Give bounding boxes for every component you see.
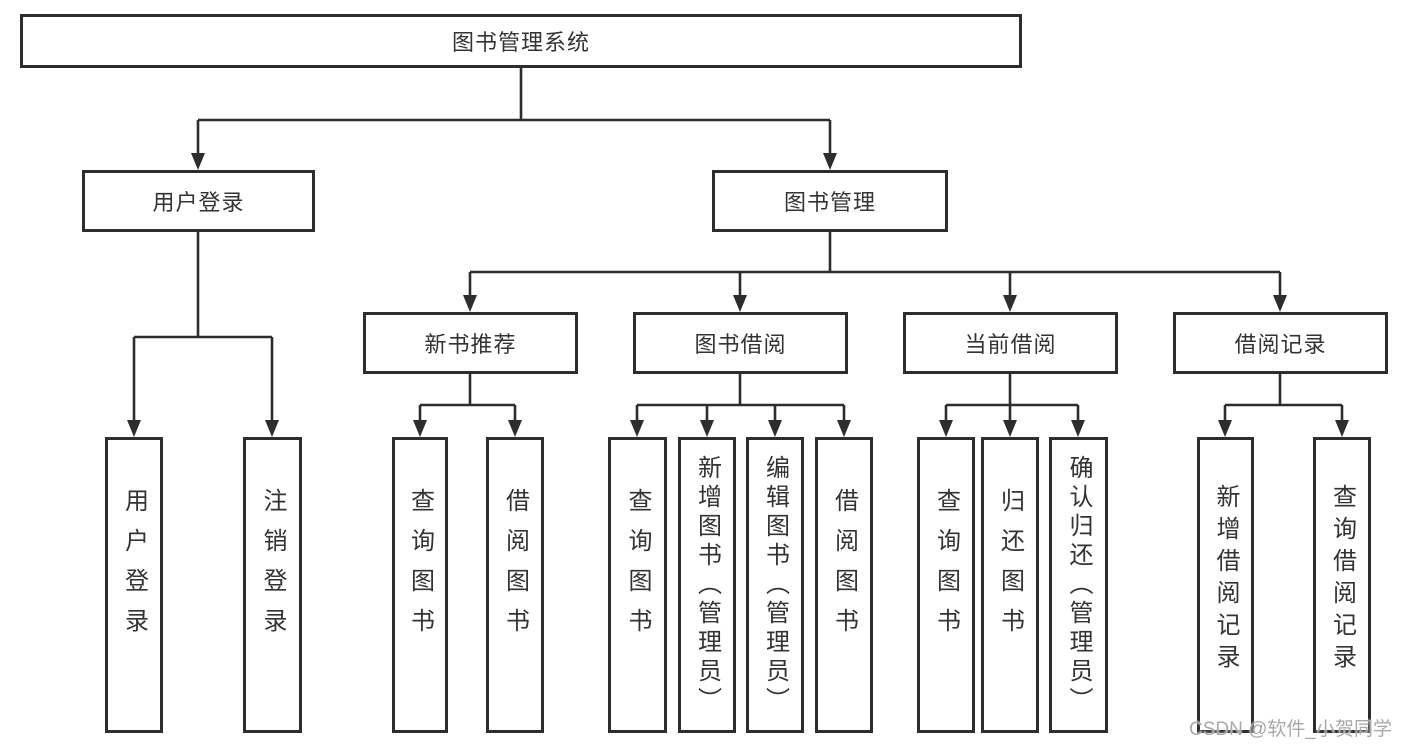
leaf-add-books-admin-label: 新增图书（管理员）: [693, 454, 721, 716]
node-root: 图书管理系统: [20, 14, 1022, 68]
leaf-add-borrow-record-label: 新增借阅记录: [1212, 484, 1239, 676]
node-current-borrow-label: 当前借阅: [964, 332, 1057, 357]
node-book-borrow: 图书借阅: [633, 312, 848, 374]
leaf-query-books-recommend-label: 查询图书: [406, 488, 434, 648]
node-book-management-label: 图书管理: [783, 190, 876, 215]
leaf-add-borrow-record: 新增借阅记录: [1197, 437, 1254, 733]
connector-stems: [132, 68, 1344, 423]
leaf-logout: 注销登录: [243, 437, 302, 733]
node-borrow-record: 借阅记录: [1173, 312, 1388, 374]
node-new-book-recommend: 新书推荐: [363, 312, 578, 374]
leaf-confirm-return-admin: 确认归还（管理员）: [1049, 437, 1108, 733]
node-book-borrow-label: 图书借阅: [694, 332, 787, 357]
leaf-query-borrow-record: 查询借阅记录: [1313, 437, 1371, 733]
node-borrow-record-label: 借阅记录: [1234, 332, 1327, 357]
leaf-edit-books-admin: 编辑图书（管理员）: [746, 437, 804, 733]
leaf-borrow-books-recommend-label: 借阅图书: [501, 488, 529, 648]
leaf-query-books-recommend: 查询图书: [392, 437, 448, 733]
leaf-query-books-current-label: 查询图书: [932, 488, 960, 648]
leaf-borrow-books: 借阅图书: [815, 437, 873, 733]
leaf-confirm-return-admin-label: 确认归还（管理员）: [1065, 454, 1092, 716]
leaf-return-books-label: 归还图书: [996, 488, 1024, 648]
leaf-user-login: 用户登录: [105, 437, 163, 733]
csdn-watermark: CSDN @软件_小贺同学: [1189, 719, 1392, 740]
leaf-query-books-borrow: 查询图书: [608, 437, 667, 733]
leaf-edit-books-admin-label: 编辑图书（管理员）: [761, 454, 789, 716]
connector-arrowheads: [127, 153, 1349, 437]
leaf-add-books-admin: 新增图书（管理员）: [678, 437, 736, 733]
leaf-borrow-books-recommend: 借阅图书: [486, 437, 544, 733]
leaf-logout-label: 注销登录: [259, 488, 286, 648]
node-user-login-label: 用户登录: [152, 190, 245, 215]
node-root-label: 图书管理系统: [451, 30, 590, 55]
node-new-book-recommend-label: 新书推荐: [424, 332, 517, 357]
leaf-query-books-borrow-label: 查询图书: [624, 488, 651, 648]
leaf-query-books-current: 查询图书: [917, 437, 975, 733]
leaf-user-login-label: 用户登录: [120, 488, 148, 648]
node-user-login: 用户登录: [82, 170, 315, 232]
node-book-management: 图书管理: [712, 170, 948, 232]
leaf-borrow-books-label: 借阅图书: [830, 488, 858, 648]
node-current-borrow: 当前借阅: [903, 312, 1118, 374]
leaf-query-borrow-record-label: 查询借阅记录: [1328, 484, 1356, 676]
leaf-return-books: 归还图书: [981, 437, 1039, 733]
